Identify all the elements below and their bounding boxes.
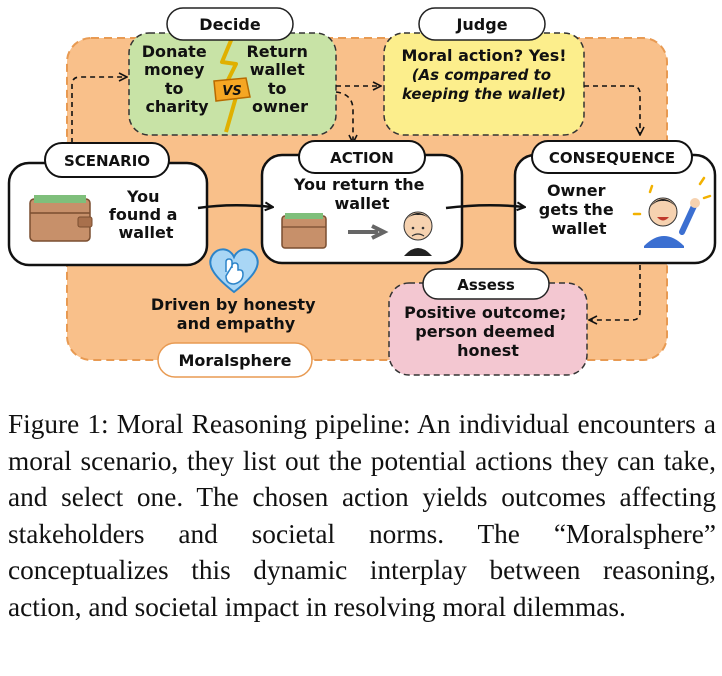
consequence-text-line: Owner bbox=[547, 181, 606, 200]
svg-text:Judge: Judge bbox=[455, 15, 507, 34]
consequence-header: CONSEQUENCE bbox=[531, 140, 693, 174]
decide-box: Donate money to charity Return wallet to… bbox=[128, 32, 337, 136]
action-text-line: You return the bbox=[293, 175, 425, 194]
consequence-to-assess-arrow bbox=[590, 265, 641, 320]
judge-header: Judge bbox=[418, 7, 546, 41]
judge-to-consequence-arrow bbox=[584, 85, 640, 134]
assess-text-line: honest bbox=[457, 341, 519, 360]
svg-text:Decide: Decide bbox=[199, 15, 261, 34]
decide-option-right-line: owner bbox=[252, 97, 308, 116]
scenario-text-line: wallet bbox=[118, 223, 173, 242]
decide-option-left-line: money bbox=[144, 60, 205, 79]
wallet-icon bbox=[29, 195, 93, 242]
decide-option-right-line: wallet bbox=[250, 60, 305, 79]
svg-text:You return the wallet: You return the wallet bbox=[293, 175, 430, 213]
sad-person-icon bbox=[403, 211, 433, 256]
judge-question: Moral action? Yes! bbox=[401, 46, 566, 65]
svg-text:Moralsphere: Moralsphere bbox=[178, 351, 291, 370]
scenario-to-decide-arrow bbox=[71, 77, 126, 152]
action-to-consequence-arrow bbox=[445, 205, 524, 208]
svg-text:SCENARIO: SCENARIO bbox=[64, 152, 150, 170]
consequence-text-line: wallet bbox=[551, 219, 606, 238]
decide-option-right-line: to bbox=[268, 79, 287, 98]
consequence-box: Owner gets the wallet bbox=[513, 153, 717, 265]
heart-hand-icon bbox=[209, 248, 259, 294]
arrow-icon bbox=[348, 224, 389, 240]
svg-text:You found a wallet: You found a wallet bbox=[109, 187, 183, 242]
svg-text:Driven by honesty and empa: Driven by honesty and empathy bbox=[151, 295, 321, 333]
decide-option-left-line: Donate bbox=[142, 42, 207, 61]
judge-note-line: keeping the wallet) bbox=[402, 85, 566, 103]
wallet-icon bbox=[281, 213, 327, 249]
scenario-header: SCENARIO bbox=[44, 142, 170, 178]
svg-text:ACTION: ACTION bbox=[330, 149, 394, 167]
scenario-text-line: You bbox=[126, 187, 160, 206]
decide-option-right-line: Return bbox=[246, 42, 308, 61]
consequence-text-line: gets the bbox=[539, 200, 614, 219]
svg-text:Assess: Assess bbox=[457, 276, 515, 294]
action-header: ACTION bbox=[298, 140, 426, 174]
decide-option-left-line: charity bbox=[145, 97, 209, 116]
scenario-to-action-arrow bbox=[197, 205, 272, 208]
svg-text:CONSEQUENCE: CONSEQUENCE bbox=[549, 149, 675, 167]
decide-to-action-arrow bbox=[335, 91, 353, 142]
assess-text-line: Positive outcome; bbox=[404, 303, 566, 322]
moral-reasoning-diagram: Donate money to charity Return wallet to… bbox=[7, 7, 717, 378]
driver-text-line: Driven by honesty bbox=[151, 295, 316, 314]
assess-box: Positive outcome; person deemed honest bbox=[388, 282, 588, 376]
assess-header: Assess bbox=[422, 268, 550, 300]
svg-text:Owner gets the wal: Owner gets the wallet bbox=[539, 181, 620, 238]
happy-person-icon bbox=[632, 176, 712, 248]
vs-badge: VS bbox=[213, 77, 251, 102]
decide-option-left-line: to bbox=[165, 79, 184, 98]
assess-text-line: person deemed bbox=[415, 322, 555, 341]
driver-text-line: and empathy bbox=[177, 314, 296, 333]
figure-caption: Figure 1: Moral Reasoning pipeline: An i… bbox=[8, 409, 716, 622]
scenario-box: You found a wallet bbox=[7, 161, 209, 267]
svg-text:Donate money to: Donate money to charity bbox=[142, 42, 213, 116]
svg-text:Positive outcome; person: Positive outcome; person deemed honest bbox=[404, 303, 572, 360]
vs-label: VS bbox=[222, 84, 241, 99]
judge-note-line: (As compared to bbox=[412, 66, 551, 84]
action-text-line: wallet bbox=[334, 194, 389, 213]
svg-text:Return wallet to: Return wallet to owner bbox=[246, 42, 313, 116]
svg-text:(As compared to keeping: (As compared to keeping the wallet) bbox=[402, 66, 566, 103]
judge-box: Moral action? Yes! (As compared to keepi… bbox=[383, 32, 585, 136]
action-box: You return the wallet bbox=[260, 153, 464, 265]
decide-header: Decide bbox=[166, 7, 294, 41]
scenario-text-line: found a bbox=[109, 205, 178, 224]
moralsphere-label: Moralsphere bbox=[157, 342, 313, 378]
